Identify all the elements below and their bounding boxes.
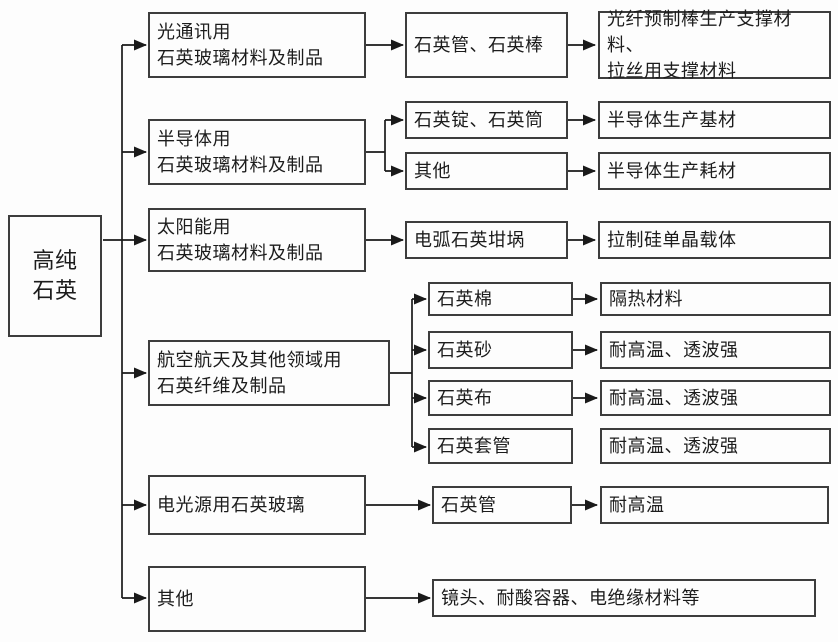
node-use-silicon-crystal-carrier: 拉制硅单晶载体 bbox=[598, 221, 831, 259]
node-product-arc-quartz-crucible: 电弧石英坩埚 bbox=[405, 221, 568, 259]
node-use-fiber-preform-support: 光纤预制棒生产支撑材料、 拉丝用支撑材料 bbox=[598, 9, 831, 81]
node-use-heat-resistant-wave-1: 耐高温、透波强 bbox=[600, 331, 831, 369]
node-product-quartz-sleeve: 石英套管 bbox=[428, 428, 573, 464]
node-use-heat-resistant: 耐高温 bbox=[600, 486, 829, 524]
node-category-light-source: 电光源用石英玻璃 bbox=[148, 475, 366, 535]
node-product-quartz-cloth: 石英布 bbox=[428, 380, 573, 416]
node-product-quartz-sand: 石英砂 bbox=[428, 331, 573, 369]
node-product-lens-containers-insulation: 镜头、耐酸容器、电绝缘材料等 bbox=[432, 579, 816, 617]
node-product-quartz-wool: 石英棉 bbox=[428, 282, 573, 316]
node-product-quartz-tube-rod: 石英管、石英棒 bbox=[405, 12, 568, 78]
node-use-heat-resistant-wave-3: 耐高温、透波强 bbox=[600, 428, 831, 464]
node-category-solar: 太阳能用 石英玻璃材料及制品 bbox=[148, 208, 366, 272]
node-use-semiconductor-base-material: 半导体生产基材 bbox=[598, 101, 831, 139]
node-root: 高纯 石英 bbox=[8, 215, 102, 337]
node-product-quartz-tube: 石英管 bbox=[432, 486, 572, 524]
node-category-other: 其他 bbox=[148, 566, 366, 632]
node-category-optical-comm: 光通讯用 石英玻璃材料及制品 bbox=[148, 12, 366, 78]
node-product-other-semiconductor: 其他 bbox=[405, 152, 568, 190]
node-category-aerospace-fiber: 航空航天及其他领域用 石英纤维及制品 bbox=[148, 340, 390, 406]
node-category-semiconductor: 半导体用 石英玻璃材料及制品 bbox=[148, 119, 366, 185]
node-use-heat-resistant-wave-2: 耐高温、透波强 bbox=[600, 380, 831, 416]
node-product-quartz-ingot-cylinder: 石英锭、石英筒 bbox=[405, 101, 568, 139]
node-use-semiconductor-consumable: 半导体生产耗材 bbox=[598, 152, 831, 190]
node-use-thermal-insulation: 隔热材料 bbox=[600, 282, 831, 316]
